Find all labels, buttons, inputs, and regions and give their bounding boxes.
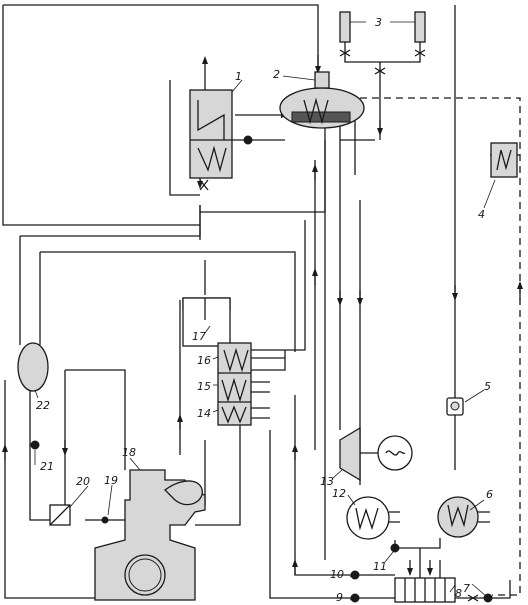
exchanger-6 — [437, 496, 490, 538]
pumps-valves — [30, 179, 493, 603]
engine-18 — [94, 469, 206, 601]
label-22: 22 — [36, 399, 50, 412]
piping — [2, 4, 511, 599]
label-8: 8 — [455, 587, 462, 600]
label-3: 3 — [375, 16, 382, 29]
pump-21-icon — [30, 440, 40, 450]
label-6: 6 — [486, 488, 493, 501]
device-5 — [446, 397, 464, 416]
label-leaders — [34, 21, 496, 601]
label-12: 12 — [332, 487, 346, 500]
label-19: 19 — [104, 474, 118, 487]
label-14: 14 — [197, 407, 211, 420]
label-18: 18 — [122, 446, 136, 459]
separator-22 — [17, 342, 49, 392]
label-5: 5 — [484, 380, 491, 393]
label-7: 7 — [463, 582, 470, 595]
turbine-13 — [339, 426, 413, 482]
label-20: 20 — [76, 475, 90, 488]
label-2: 2 — [273, 68, 280, 81]
valve-19-icon — [101, 516, 109, 524]
label-10: 10 — [330, 568, 344, 581]
label-4: 4 — [478, 208, 485, 221]
drum-2 — [279, 71, 365, 129]
label-16: 16 — [197, 354, 211, 367]
label-15: 15 — [197, 380, 211, 393]
heat-exchanger-4 — [490, 142, 518, 178]
heat-exchanger-1 — [189, 70, 285, 179]
label-21: 21 — [40, 460, 54, 473]
label-9: 9 — [336, 591, 343, 604]
condenser-12 — [346, 496, 400, 540]
label-17: 17 — [192, 330, 206, 343]
exchanger-20 — [49, 504, 71, 526]
column-17-16-15-14 — [182, 297, 252, 426]
label-13: 13 — [320, 475, 334, 488]
label-1: 1 — [235, 70, 242, 83]
exchanger-8 — [394, 577, 456, 603]
label-11: 11 — [373, 560, 387, 573]
vessels-3 — [339, 11, 426, 95]
pump-11-icon — [390, 543, 400, 553]
number-labels: 1 2 3 4 5 6 7 8 9 10 11 12 13 14 15 16 1… — [36, 16, 493, 604]
